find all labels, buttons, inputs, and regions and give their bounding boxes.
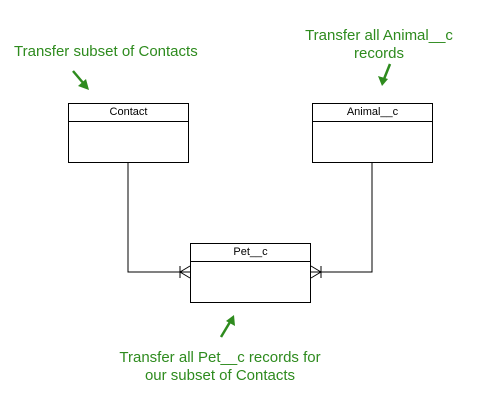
- entity-title-contact: Contact: [69, 104, 188, 122]
- entity-body-contact: [69, 122, 188, 162]
- pet-entity: Pet__c: [190, 243, 311, 303]
- annotation-pet-line-1: Transfer all Pet__c records for: [119, 349, 321, 366]
- annotation-contacts-line-1: Transfer subset of Contacts: [14, 43, 198, 60]
- annotation-animal-line-1: Transfer all Animal__c: [305, 27, 453, 44]
- arrow-contacts: [72, 70, 89, 90]
- arrow-animal: [378, 63, 392, 86]
- animal-pet-connector: [311, 163, 373, 273]
- animal-entity: Animal__c: [312, 103, 433, 163]
- annotation-pet-line-2: our subset of Contacts: [144, 367, 296, 384]
- contact-entity: Contact: [68, 103, 189, 163]
- entity-title-animal: Animal__c: [313, 104, 432, 122]
- entity-body-pet: [191, 262, 310, 302]
- annotation-animal: Transfer all Animal__c records: [279, 27, 479, 63]
- arrow-pet: [219, 315, 235, 338]
- crows-foot-contact-end: [179, 265, 191, 279]
- entity-title-pet: Pet__c: [191, 244, 310, 262]
- entity-body-animal: [313, 122, 432, 162]
- contact-pet-relationship: [127, 163, 191, 279]
- annotation-contacts: Transfer subset of Contacts: [14, 43, 198, 61]
- animal-pet-relationship: [310, 163, 373, 279]
- contact-pet-connector: [127, 163, 190, 273]
- annotation-pet: Transfer all Pet__c records for our subs…: [70, 349, 370, 385]
- crows-foot-animal-end: [310, 265, 322, 279]
- annotation-animal-line-2: records: [353, 45, 405, 62]
